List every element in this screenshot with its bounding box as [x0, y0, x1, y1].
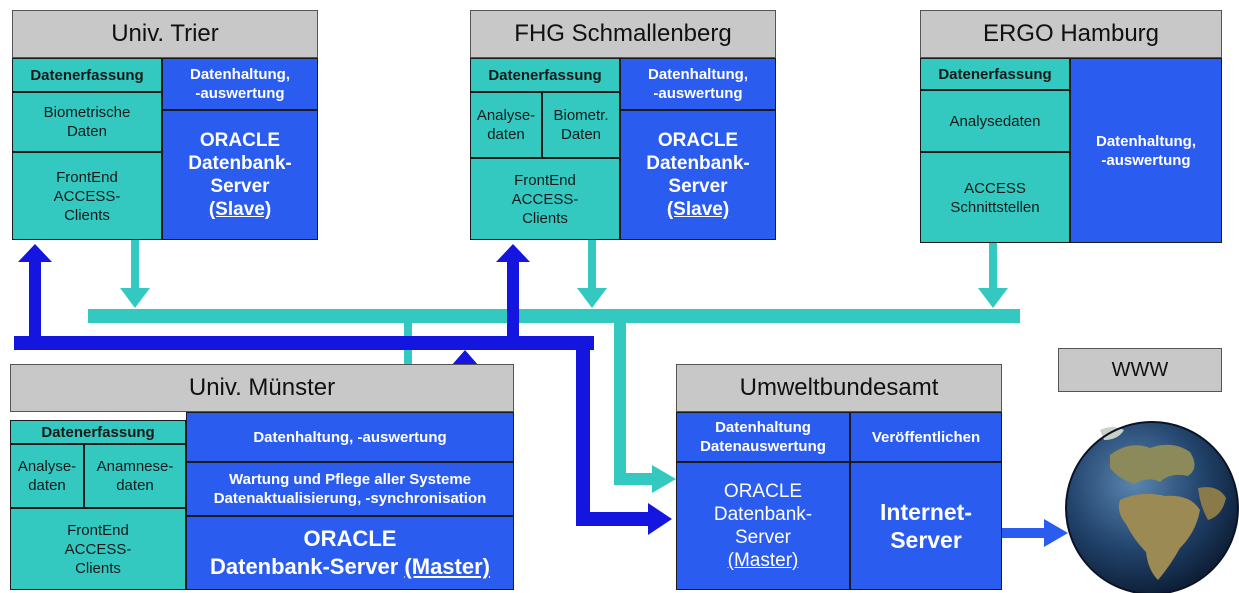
trier-title: Univ. Trier [12, 10, 318, 58]
muenster-wartung: Wartung und Pflege aller Systeme Datenak… [186, 462, 514, 516]
trier-haltung-header: Datenhaltung, -auswertung [162, 58, 318, 110]
ergo-analysedaten: Analysedaten [920, 90, 1070, 152]
fhg-to-bus-arrowhead [577, 288, 607, 308]
trier-to-bus-arrowhead [120, 288, 150, 308]
muenster-master-label: (Master) [404, 554, 490, 579]
muenster-title: Univ. Münster [10, 364, 514, 412]
uba-veroeffentlichen-header: Veröffentlichen [850, 412, 1002, 462]
globe-arabia [1198, 487, 1226, 520]
www-label: WWW [1058, 348, 1222, 392]
muenster-frontend-clients: FrontEnd ACCESS- Clients [10, 508, 186, 590]
muenster-server-label: ORACLE Datenbank-Server [210, 526, 399, 579]
master-bus-line [14, 336, 594, 350]
master-to-uba-arrow [576, 512, 650, 526]
uba-haltung-header: Datenhaltung Datenauswertung [676, 412, 850, 462]
fhg-haltung-header: Datenhaltung, -auswertung [620, 58, 776, 110]
trier-erfassung-header: Datenerfassung [12, 58, 162, 92]
uba-server-label: ORACLE Datenbank- Server [713, 481, 813, 548]
uba-internet-server: Internet- Server [850, 462, 1002, 590]
master-to-trier-arrowhead [18, 244, 52, 262]
fhg-frontend-clients: FrontEnd ACCESS- Clients [470, 158, 620, 240]
muenster-server-text: ORACLE Datenbank-Server (Master) [210, 525, 490, 581]
fhg-oracle-server: ORACLE Datenbank- Server (Slave) [620, 110, 776, 240]
uba-title: Umweltbundesamt [676, 364, 1002, 412]
globe-shade [1065, 421, 1239, 593]
master-to-uba-arrowhead [648, 503, 672, 535]
muenster-analyse-daten: Analyse- daten [10, 444, 84, 508]
master-to-trier-line [29, 256, 41, 346]
trier-server-label: ORACLE Datenbank- Server [188, 130, 292, 197]
fhg-biometr-daten: Biometr. Daten [542, 92, 620, 158]
globe-greenland [1100, 427, 1124, 440]
trier-oracle-server: ORACLE Datenbank- Server (Slave) [162, 110, 318, 240]
bus-to-uba-arrowhead [652, 465, 676, 493]
ergo-title: ERGO Hamburg [920, 10, 1222, 58]
uba-master-label: (Master) [727, 550, 799, 571]
muenster-haltung-header: Datenhaltung, -auswertung [186, 412, 514, 462]
ergo-access-schnittstellen: ACCESS Schnittstellen [920, 152, 1070, 243]
fhg-slave-label: (Slave) [666, 199, 730, 220]
fhg-title: FHG Schmallenberg [470, 10, 776, 58]
ergo-to-bus-arrowhead [978, 288, 1008, 308]
muenster-erfassung-header: Datenerfassung [10, 420, 186, 444]
trier-frontend-clients: FrontEnd ACCESS- Clients [12, 152, 162, 240]
muenster-anamnese-daten: Anamnese- daten [84, 444, 186, 508]
muenster-oracle-server: ORACLE Datenbank-Server (Master) [186, 516, 514, 590]
ergo-erfassung-header: Datenerfassung [920, 58, 1070, 90]
globe-africa [1118, 493, 1200, 580]
master-to-fhg-line [507, 256, 519, 346]
trier-biometrische-daten: Biometrische Daten [12, 92, 162, 152]
master-to-uba-line [576, 340, 590, 526]
internet-arrow-line [1002, 528, 1046, 538]
master-up-arrowhead [451, 350, 479, 366]
ergo-haltung: Datenhaltung, -auswertung [1070, 58, 1222, 243]
internet-arrowhead [1044, 519, 1068, 547]
fhg-erfassung-header: Datenerfassung [470, 58, 620, 92]
fhg-server-label: ORACLE Datenbank- Server [646, 130, 750, 197]
master-to-fhg-arrowhead [496, 244, 530, 262]
fhg-analyse-daten: Analyse- daten [470, 92, 542, 158]
uba-oracle-server: ORACLE Datenbank- Server (Master) [676, 462, 850, 590]
trier-slave-label: (Slave) [208, 199, 272, 220]
globe-europe [1110, 444, 1195, 484]
